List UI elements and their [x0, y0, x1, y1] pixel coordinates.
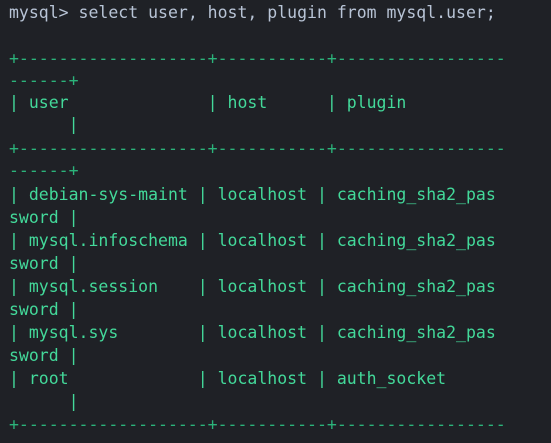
table-header-wrap: |	[9, 115, 79, 134]
table-row-wrap: sword |	[9, 208, 79, 227]
table-row: | mysql.session | localhost | caching_sh…	[9, 277, 496, 296]
prompt-line: mysql> select user, host, plugin from my…	[9, 2, 496, 24]
table-row-wrap: |	[9, 392, 79, 411]
table-row-wrap: sword |	[9, 300, 79, 319]
prompt: mysql>	[9, 3, 79, 22]
table-row: | mysql.sys | localhost | caching_sha2_p…	[9, 323, 496, 342]
table-border-top: +-------------------+-----------+-------…	[9, 49, 506, 68]
table-row: | mysql.infoschema | localhost | caching…	[9, 231, 496, 250]
table-border-bottom: +-------------------+-----------+-------…	[9, 415, 506, 434]
table-border-wrap: ------+	[9, 161, 79, 180]
table-row: | debian-sys-maint | localhost | caching…	[9, 185, 496, 204]
table-row-wrap: sword |	[9, 254, 79, 273]
table-border-mid: +-------------------+-----------+-------…	[9, 139, 506, 158]
table-header-row: | user | host | plugin	[9, 93, 407, 112]
table-row: | root | localhost | auth_socket	[9, 369, 447, 388]
table-border-wrap: ------+	[9, 71, 79, 90]
table-row-wrap: sword |	[9, 346, 79, 365]
command-text: select user, host, plugin from mysql.use…	[78, 3, 496, 22]
